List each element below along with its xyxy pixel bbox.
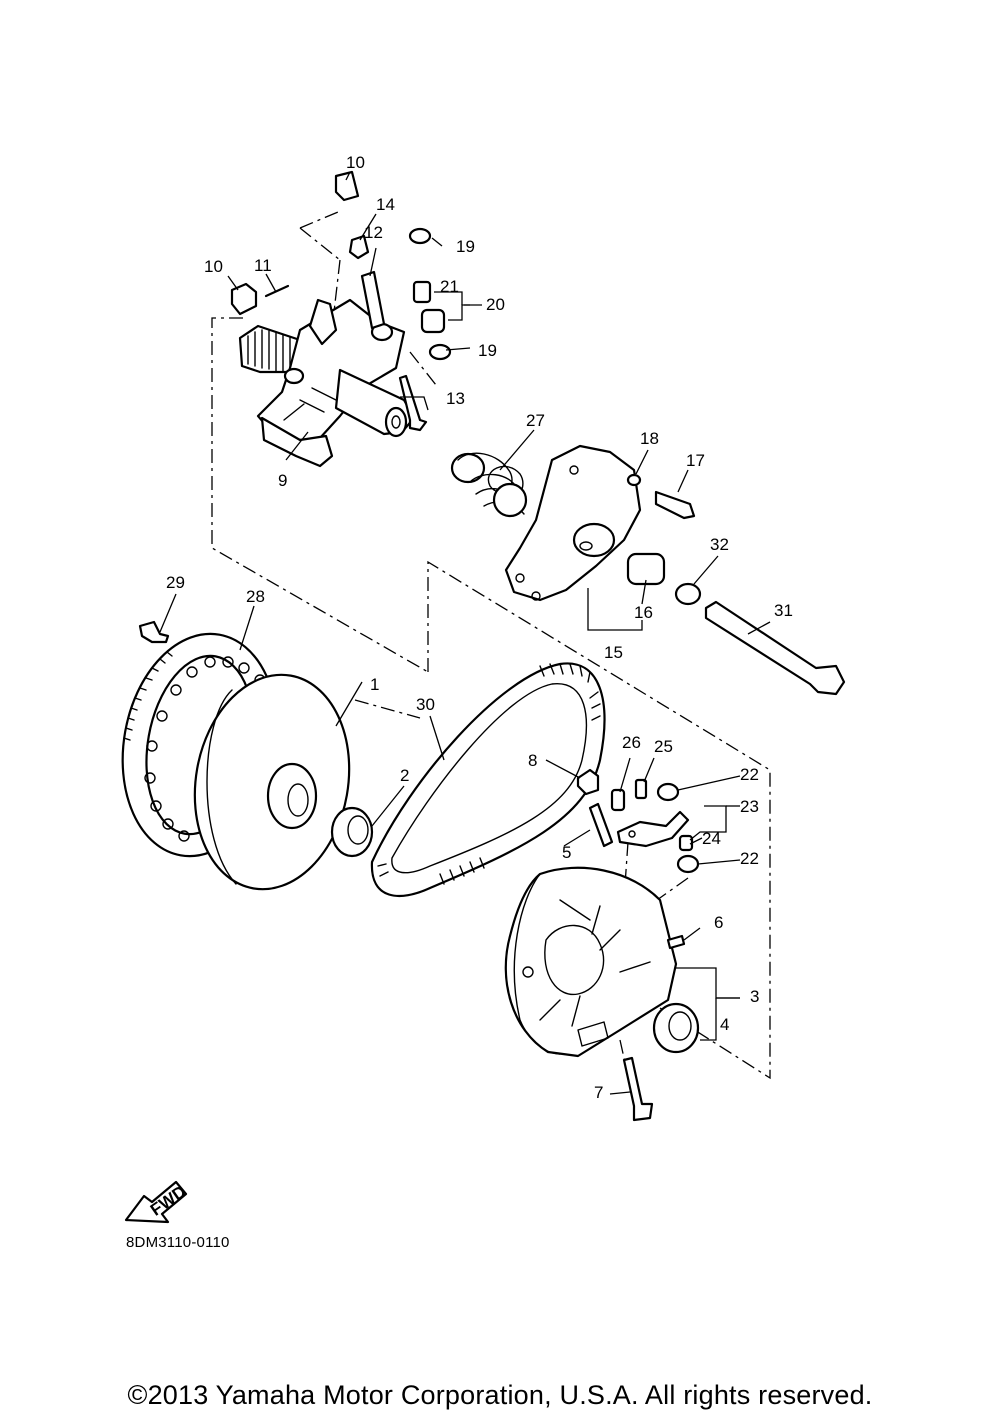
bolt-29: [138, 620, 170, 644]
washer-19-bottom: [428, 343, 452, 361]
pin-11: [264, 284, 290, 298]
label-25: 25: [654, 737, 673, 756]
label-12: 12: [364, 223, 383, 242]
label-29: 29: [166, 573, 185, 592]
label-18: 18: [640, 429, 659, 448]
diagram-code: 8DM3110-0110: [126, 1234, 230, 1251]
pin-26: [610, 788, 626, 812]
spring-27: [450, 452, 528, 518]
label-19-top: 19: [456, 237, 475, 256]
label-13: 13: [446, 389, 465, 408]
bolt-17: [654, 490, 696, 520]
cam-cover-15: [504, 444, 642, 602]
bushing-4: [652, 1002, 700, 1054]
label-5: 5: [562, 843, 571, 862]
bushing-16: [626, 552, 666, 586]
small-fittings-top: [230, 170, 452, 432]
label-22-top: 22: [740, 765, 759, 784]
label-24: 24: [702, 829, 721, 848]
small-fittings-secondary: [576, 768, 700, 1122]
bolt-13: [398, 374, 428, 432]
nut-8: [576, 768, 600, 796]
washer-19-top: [408, 227, 432, 245]
label-3: 3: [750, 987, 759, 1006]
label-19-bottom: 19: [478, 341, 497, 360]
label-8: 8: [528, 751, 537, 770]
label-17: 17: [686, 451, 705, 470]
label-31: 31: [774, 601, 793, 620]
label-26: 26: [622, 733, 641, 752]
copyright-notice: ©2013 Yamaha Motor Corporation, U.S.A. A…: [127, 1380, 873, 1410]
primary-sheave-1: [193, 673, 351, 891]
roller-20: [420, 308, 446, 334]
collar-2: [330, 806, 374, 858]
label-2: 2: [400, 766, 409, 785]
label-7: 7: [594, 1083, 603, 1102]
label-1: 1: [370, 675, 379, 694]
forward-arrow-badge: FWD: [124, 1180, 189, 1224]
label-15: 15: [604, 643, 623, 662]
label-27: 27: [526, 411, 545, 430]
pin-25: [634, 778, 648, 800]
drive-belt-30: [370, 662, 606, 898]
bushing-21: [412, 280, 432, 304]
screw-6: [666, 934, 686, 950]
label-32: 32: [710, 535, 729, 554]
label-10-left: 10: [204, 257, 223, 276]
label-4: 4: [720, 1015, 729, 1034]
part-number-labels: 1 2 3 4 5 6 7 8 9 10 10 11 12 13 14 15 1…: [166, 153, 793, 1102]
bolt-31: [704, 600, 846, 696]
label-9: 9: [278, 471, 287, 490]
pin-24: [678, 834, 694, 852]
spider-shaft-assembly: [238, 298, 416, 468]
label-28: 28: [246, 587, 265, 606]
shaft-5: [588, 802, 614, 848]
label-11: 11: [254, 256, 272, 275]
washer-18: [626, 473, 642, 487]
bolt-7: [622, 1056, 654, 1122]
washer-22-bottom: [676, 854, 700, 874]
label-21: 21: [440, 277, 459, 296]
label-14: 14: [376, 195, 395, 214]
label-20: 20: [486, 295, 505, 314]
weight-piece-10-left: [230, 282, 258, 316]
arm-23: [616, 810, 690, 848]
label-6: 6: [714, 913, 723, 932]
label-16: 16: [634, 603, 653, 622]
label-23: 23: [740, 797, 759, 816]
secondary-sheave-3: [504, 866, 678, 1058]
leader-lines: [159, 171, 771, 1095]
label-22-bottom: 22: [740, 849, 759, 868]
label-10-top: 10: [346, 153, 365, 172]
washer-22-top: [656, 782, 680, 802]
label-30: 30: [416, 695, 435, 714]
weight-piece-10-top: [334, 170, 360, 202]
washer-32: [674, 582, 702, 606]
